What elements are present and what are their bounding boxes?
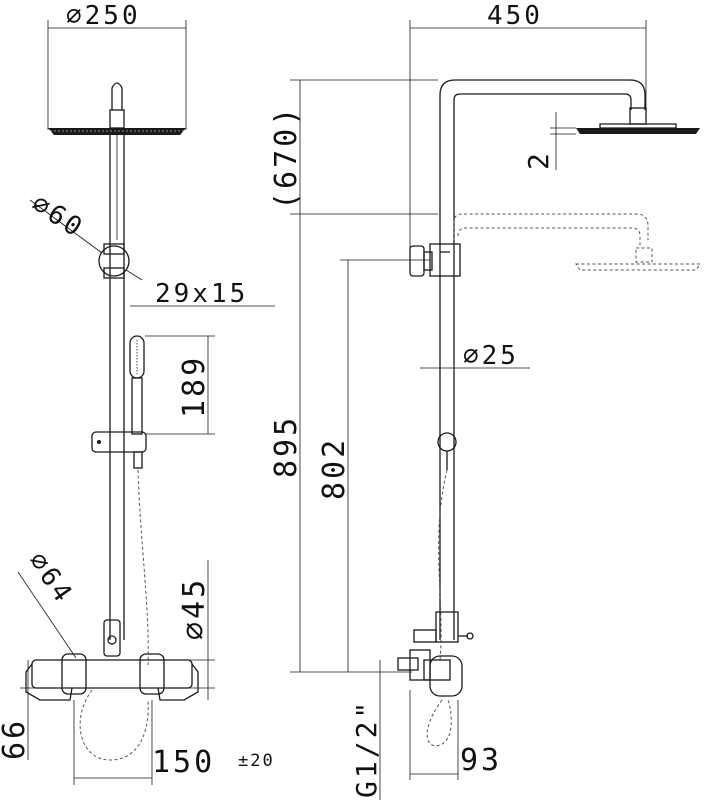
front-riser-pipe — [109, 135, 125, 640]
dim-pipe-diameter: ⌀25 — [463, 341, 519, 371]
dim-head-thickness: 2 — [522, 150, 555, 170]
dim-mixer-knob-diameter: ⌀64 — [22, 547, 79, 610]
side-slider — [437, 432, 457, 470]
dim-handshower-head: 29x15 — [155, 279, 248, 309]
front-hose — [137, 469, 149, 666]
dim-thread: G1/2" — [350, 699, 383, 798]
front-mixer — [25, 619, 199, 701]
side-shower-arm — [439, 79, 700, 640]
dim-arm-height: (670) — [269, 105, 304, 210]
dim-handshower-length: 189 — [177, 355, 212, 418]
side-alternate-arm — [453, 213, 701, 271]
side-view: 450 (670) 2 — [269, 1, 701, 800]
dim-centers-tolerance: ±20 — [238, 751, 275, 771]
dim-centers: 150 — [152, 745, 215, 780]
dim-head-diameter: ⌀250 — [66, 1, 141, 31]
front-view: ⌀250 ⌀60 29x15 — [0, 1, 275, 785]
front-slider — [91, 431, 147, 469]
dim-bar-offset: ⌀45 — [177, 577, 212, 640]
dim-wall-offset: 93 — [460, 743, 502, 778]
dim-arm-reach: 450 — [487, 1, 543, 31]
dim-slider-height: 802 — [317, 437, 352, 500]
front-hand-shower — [129, 335, 145, 435]
side-hose — [438, 469, 448, 661]
front-shower-head — [48, 82, 186, 135]
dim-holder-diameter: ⌀60 — [26, 189, 89, 245]
side-mixer — [397, 611, 474, 697]
dim-total-height: 895 — [269, 415, 304, 478]
dim-height-low: 66 — [0, 718, 32, 760]
